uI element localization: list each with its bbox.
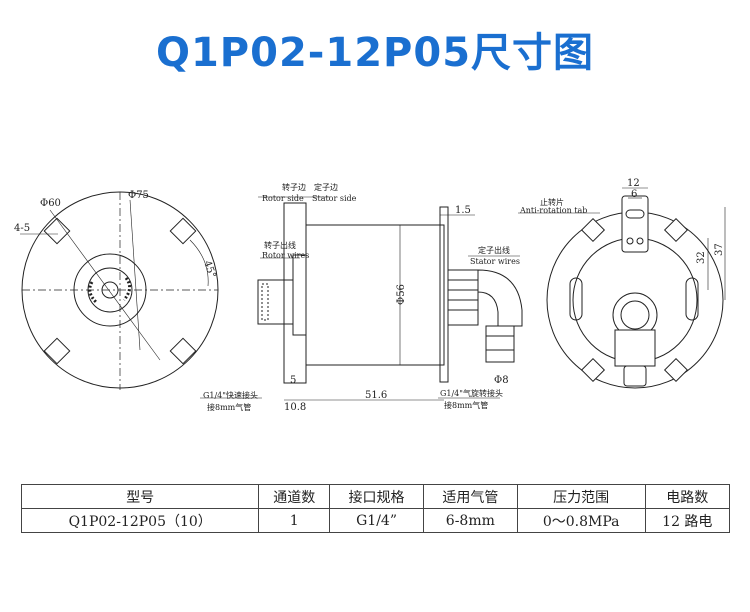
front-angle: 45° bbox=[201, 259, 217, 279]
side-dim-51-6: 51.6 bbox=[365, 390, 387, 401]
side-stator-side-en: Stator side bbox=[312, 194, 357, 203]
side-fitting-left-2: 接8mm气管 bbox=[207, 402, 251, 412]
table-header-row: 型号 通道数 接口规格 适用气管 压力范围 电路数 bbox=[20, 484, 731, 509]
rear-dim-32: 32 bbox=[696, 251, 707, 264]
side-fitting-left: G1/4"快速接头 bbox=[203, 390, 258, 400]
rear-view bbox=[518, 187, 726, 389]
side-fitting-right-2: 接8mm气管 bbox=[444, 400, 488, 410]
front-dia-outer: Φ60 bbox=[40, 198, 61, 209]
rear-dim-12: 12 bbox=[627, 178, 640, 189]
side-dim-56: Φ56 bbox=[396, 284, 407, 305]
cell-pressure: 0～0.8MPa bbox=[516, 508, 646, 533]
header-pressure: 压力范围 bbox=[516, 484, 646, 509]
side-stator-side: 定子边 bbox=[314, 182, 338, 192]
side-rotor-wires-en: Rotor wires bbox=[262, 251, 309, 260]
side-dim-8: Φ8 bbox=[494, 375, 509, 386]
header-channels: 通道数 bbox=[258, 484, 331, 509]
side-rotor-side-en: Rotor side bbox=[262, 194, 304, 203]
header-circuits: 电路数 bbox=[644, 484, 731, 509]
front-slot: 4-5 bbox=[14, 223, 30, 234]
side-rotor-wires: 转子出线 bbox=[264, 240, 296, 250]
header-model: 型号 bbox=[20, 484, 260, 509]
dimension-drawing: Φ60 Φ75 4-5 45° 转子边 定子边 Rotor side Stato… bbox=[14, 178, 726, 413]
side-dim-10-8: 10.8 bbox=[284, 402, 306, 413]
front-view bbox=[20, 191, 219, 390]
header-tube: 适用气管 bbox=[422, 484, 518, 509]
cell-model: Q1P02-12P05（10） bbox=[20, 508, 260, 533]
rear-anti-rotation-en: Anti-rotation tab bbox=[519, 206, 587, 215]
table-row: Q1P02-12P05（10） 1 G1/4” 6-8mm 0～0.8MPa 1… bbox=[20, 508, 731, 533]
spec-table: 型号 通道数 接口规格 适用气管 压力范围 电路数 Q1P02-12P05（10… bbox=[20, 484, 731, 533]
side-view bbox=[200, 196, 523, 401]
cell-tube: 6-8mm bbox=[422, 508, 518, 533]
cell-interface: G1/4” bbox=[329, 508, 424, 533]
side-dim-5: 5 bbox=[290, 375, 296, 386]
front-dia-pcd: Φ75 bbox=[128, 190, 149, 201]
cell-channels: 1 bbox=[258, 508, 331, 533]
side-stator-wires: 定子出线 bbox=[478, 245, 510, 255]
rear-anti-rotation: 止转片 bbox=[540, 197, 564, 207]
side-rotor-side: 转子边 bbox=[282, 182, 306, 192]
side-fitting-right: G1/4"气旋转接头 bbox=[440, 388, 503, 398]
page-title: Q1P02-12P05尺寸图 bbox=[155, 30, 595, 76]
rear-dim-6: 6 bbox=[631, 189, 637, 200]
side-stator-wires-en: Stator wires bbox=[470, 257, 520, 266]
header-interface: 接口规格 bbox=[329, 484, 424, 509]
side-dim-1-5: 1.5 bbox=[455, 205, 471, 216]
rear-dim-37: 37 bbox=[714, 243, 725, 256]
cell-circuits: 12 路电 bbox=[644, 508, 731, 533]
